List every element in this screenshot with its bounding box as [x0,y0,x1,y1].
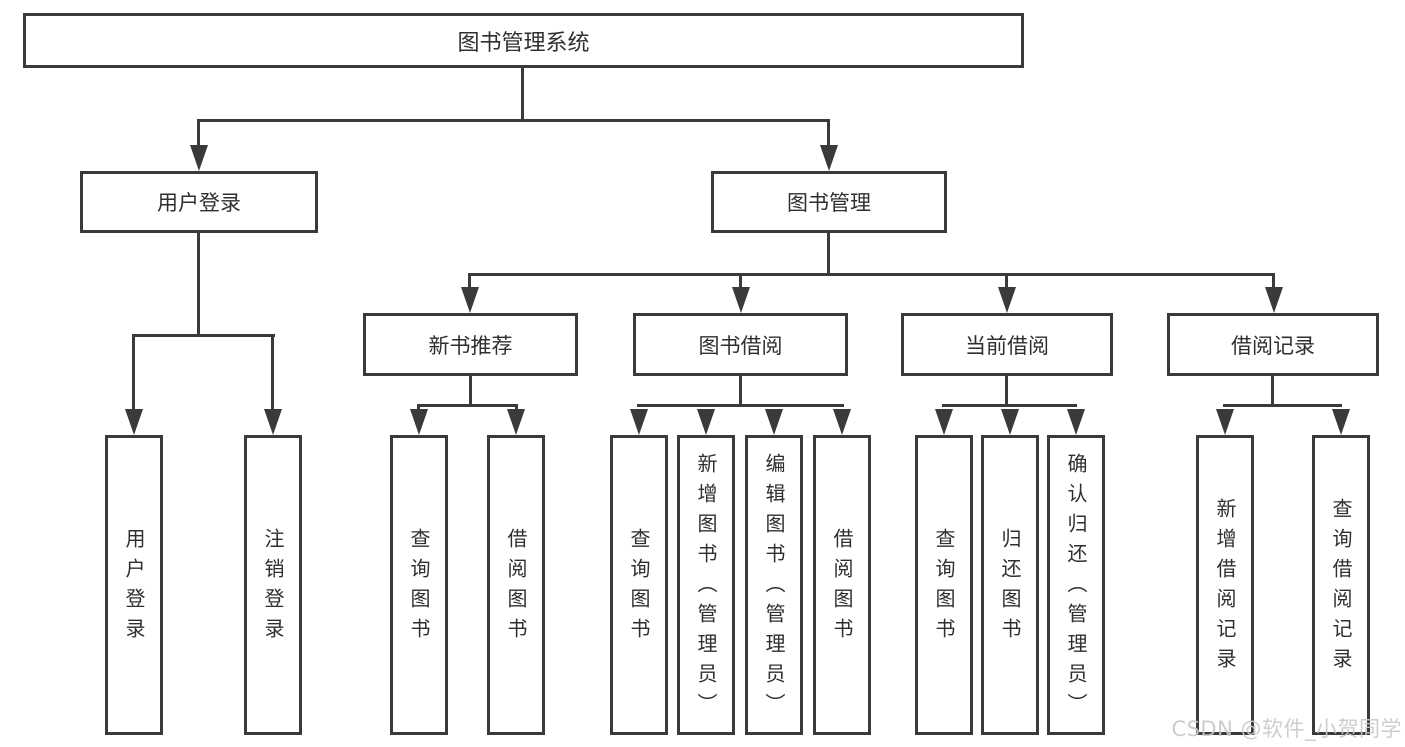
arrow-down-icon [630,409,648,435]
node-leaf-edit-books-admin: 编辑图书（管理员） [745,435,803,735]
node-leaf-return-books: 归还图书 [981,435,1039,735]
node-library-system: 图书管理系统 [23,13,1024,68]
connector-line [827,119,830,151]
node-leaf-borrow-books: 借阅图书 [813,435,871,735]
connector-line [1272,273,1275,293]
connector-line [197,233,200,337]
arrow-down-icon [1216,409,1234,435]
node-book-management: 图书管理 [711,171,947,233]
connector-line [521,68,524,122]
node-current-borrowing: 当前借阅 [901,313,1113,376]
node-leaf-query-borrow-record: 查询借阅记录 [1312,435,1370,735]
arrow-down-icon [125,409,143,435]
connector-line [468,273,471,293]
node-leaf-query-books-recommend: 查询图书 [390,435,448,735]
node-leaf-query-books-current: 查询图书 [915,435,973,735]
connector-line [197,119,200,151]
connector-line [1005,376,1008,407]
connector-line [1223,404,1342,407]
arrow-down-icon [264,409,282,435]
arrow-down-icon [410,409,428,435]
connector-line [1005,273,1008,293]
arrow-down-icon [507,409,525,435]
arrow-down-icon [1332,409,1350,435]
connector-line [739,376,742,407]
connector-line [417,404,518,407]
node-leaf-query-books-borrowing: 查询图书 [610,435,668,735]
node-leaf-borrow-books-recommend: 借阅图书 [487,435,545,735]
connector-line [271,334,274,412]
connector-line [942,404,1077,407]
connector-line [132,334,135,412]
arrow-down-icon [1265,287,1283,313]
connector-line [468,273,1275,276]
csdn-watermark: CSDN @软件_小贺同学 [1171,717,1402,741]
arrow-down-icon [820,145,838,171]
node-leaf-add-books-admin: 新增图书（管理员） [677,435,735,735]
connector-line [637,404,844,407]
node-leaf-logout: 注销登录 [244,435,302,735]
arrow-down-icon [935,409,953,435]
connector-line [197,119,830,122]
node-book-borrowing: 图书借阅 [633,313,848,376]
node-leaf-add-borrow-record: 新增借阅记录 [1196,435,1254,735]
arrow-down-icon [697,409,715,435]
connector-line [469,376,472,407]
arrow-down-icon [190,145,208,171]
arrow-down-icon [998,287,1016,313]
connector-line [1271,376,1274,407]
arrow-down-icon [1067,409,1085,435]
node-user-login: 用户登录 [80,171,318,233]
arrow-down-icon [1001,409,1019,435]
arrow-down-icon [732,287,750,313]
node-leaf-confirm-return-admin: 确认归还（管理员） [1047,435,1105,735]
node-borrow-records: 借阅记录 [1167,313,1379,376]
connector-line [827,233,830,276]
node-new-book-recommend: 新书推荐 [363,313,578,376]
arrow-down-icon [833,409,851,435]
node-leaf-user-login: 用户登录 [105,435,163,735]
arrow-down-icon [765,409,783,435]
arrow-down-icon [461,287,479,313]
connector-line [739,273,742,293]
connector-line [132,334,275,337]
